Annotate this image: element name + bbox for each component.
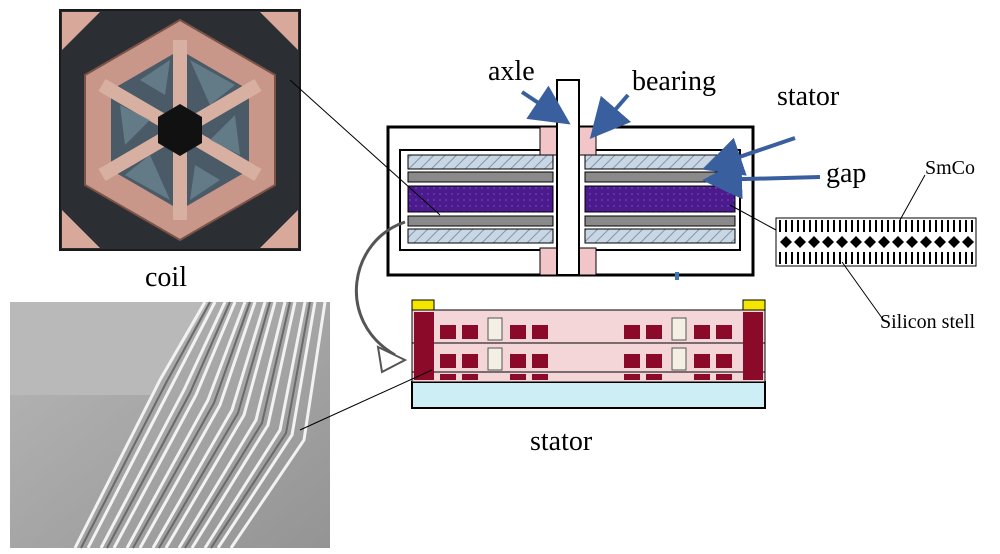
silicon-leader-line [841, 261, 883, 319]
axle-label: axle [488, 56, 535, 87]
leader-lines [289, 79, 926, 431]
lower-stator-left [407, 228, 554, 244]
bearing-arrow [589, 93, 632, 140]
bearing-label: bearing [632, 66, 716, 97]
stator-label-bottom: stator [530, 426, 593, 457]
coil-leader-line [289, 79, 441, 216]
axle-arrow [520, 85, 571, 125]
upper-stator-left [407, 154, 554, 170]
pad-left [411, 299, 435, 311]
sem-leader-line [299, 369, 433, 431]
coil-photo [59, 9, 301, 251]
axle [556, 79, 580, 276]
stator-section [411, 299, 766, 409]
coil-label: coil [145, 262, 187, 293]
pad-right [742, 299, 766, 311]
smco-leader-line [899, 174, 926, 221]
gap-arrow [702, 159, 821, 200]
lower-stator-right [584, 228, 736, 244]
sem-photo [10, 301, 330, 549]
gap-label: gap [826, 158, 867, 189]
rotor-magnet-right [584, 185, 736, 213]
curved-arrowhead [376, 345, 408, 374]
motor-cross-section [386, 79, 755, 280]
label-arrows [520, 85, 821, 200]
curved-flow-arrow [354, 220, 406, 357]
smco-label: SmCo [925, 157, 976, 179]
stator-label-top: stator [777, 81, 840, 112]
smco-layer-detail [775, 217, 977, 267]
rotor-magnet-left [407, 185, 554, 213]
rotor-leader-line [729, 204, 777, 231]
silicon-label: Silicon stell [880, 311, 975, 333]
